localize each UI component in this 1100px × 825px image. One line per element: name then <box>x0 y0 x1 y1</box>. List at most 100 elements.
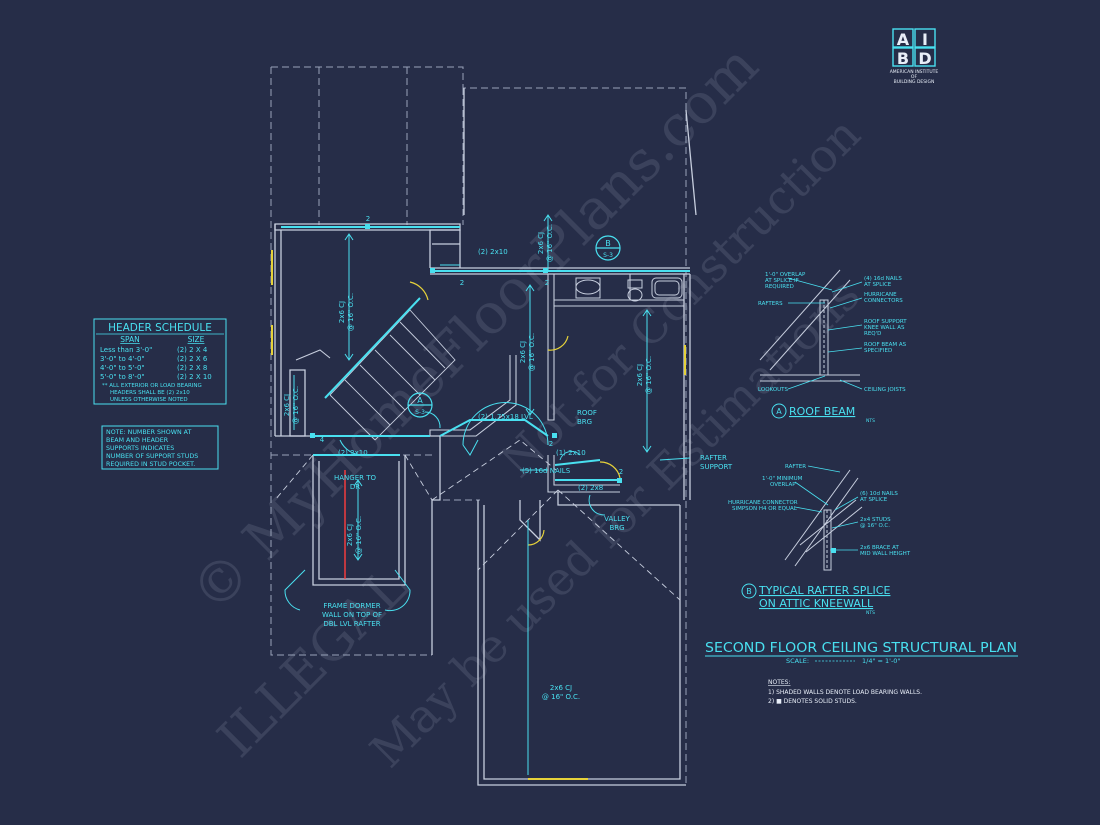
header-row-1-size: (2) 2 X 4 <box>177 346 208 354</box>
roof-beam-marker <box>771 403 787 419</box>
frame-dormer-2: WALL ON TOP OF <box>322 611 382 619</box>
header-row-1-span: Less than 3'-0" <box>100 346 152 354</box>
stud-note-4: NUMBER OF SUPPORT STUDS <box>106 453 198 460</box>
rb-callout-2: AT SPLICE IF <box>765 278 799 284</box>
logo-letter-i: I <box>922 30 928 49</box>
cj-top-2: @ 16" O.C. <box>546 224 554 262</box>
header-note-1: ** ALL EXTERIOR OR LOAD BEARING <box>102 383 202 389</box>
logo-letter-a: A <box>897 30 910 49</box>
stud-count-5: 2 <box>549 440 553 448</box>
roof-beam-scale: NTS <box>866 418 875 424</box>
plan-labels: B S-3 A S-3 2x6 CJ @ 16" O.C. 2x6 CJ @ 1… <box>283 215 733 701</box>
rb-callout-nails-1: (4) 16d NAILS <box>864 276 902 282</box>
roof-beam-title: ROOF BEAM <box>789 405 855 418</box>
header-col-size: SIZE <box>188 335 205 344</box>
stud-note-3: SUPPORTS INDICATES <box>106 445 174 452</box>
bath-fixtures <box>575 277 683 302</box>
stud-note: NOTE: NUMBER SHOWN AT BEAM AND HEADER SU… <box>101 425 219 470</box>
roof-brg-2: BRG <box>577 418 592 426</box>
hip-lines <box>274 439 681 601</box>
header-row-2-size: (2) 2 X 6 <box>177 355 208 363</box>
joist-span-arrows <box>284 214 691 775</box>
solid-studs <box>310 224 622 483</box>
door-swings <box>409 281 621 546</box>
rs-callout-studs-1: 2x4 STUDS <box>860 517 891 523</box>
rs-callout-nails-1: (6) 10d NAILS <box>860 491 898 497</box>
cj-right-2: @ 16" O.C. <box>645 356 653 394</box>
hdr-top-label: (2) 2x10 <box>478 248 508 256</box>
stud-count-4: 4 <box>320 436 325 444</box>
cj-mid-1: 2x6 CJ <box>519 341 527 363</box>
header-col-span: SPAN <box>120 335 140 344</box>
stud-note-1: NOTE: NUMBER SHOWN AT <box>106 429 191 436</box>
frame-dormer-3: DBL LVL RAFTER <box>323 620 380 628</box>
valley-brg-2: BRG <box>609 524 624 532</box>
cj-top-1: 2x6 CJ <box>537 232 545 254</box>
cj-bottom-2: @ 16" O.C. <box>542 693 580 701</box>
interior-walls <box>295 274 684 493</box>
plan-title-block: SECOND FLOOR CEILING STRUCTURAL PLAN SCA… <box>705 641 1018 665</box>
rs-callout-overlap-1: 1'-0" MINIMUM <box>762 476 803 482</box>
logo-caption-3: BUILDING DESIGN <box>894 79 935 85</box>
aibd-logo: A I B D AMERICAN INSTITUTE OF BUILDING D… <box>890 28 939 85</box>
plan-title: SECOND FLOOR CEILING STRUCTURAL PLAN <box>705 641 1017 656</box>
rafter-support-2: SUPPORT <box>700 463 733 471</box>
cj-bottom-1: 2x6 CJ <box>550 684 572 692</box>
rs-callout-hurricane-2: SIMPSON H4 OR EQUAL <box>732 506 798 512</box>
rs-callout-overlap-2: OVERLAP <box>770 482 796 488</box>
hdr-left-label: (2) 2x10 <box>338 449 368 457</box>
rs-callout-nails-2: AT SPLICE <box>860 497 888 503</box>
rb-callout-beam-1: ROOF BEAM AS <box>864 342 907 348</box>
stud-count-2: 2 <box>460 279 464 287</box>
rafter-splice-scale: NTS <box>866 610 875 616</box>
windows <box>271 250 686 780</box>
logo-letter-d: D <box>918 49 931 68</box>
stud-count-6: 2 <box>619 468 623 476</box>
valley-brg-1: VALLEY <box>604 515 630 523</box>
rb-callout-joists: CEILING JOISTS <box>864 387 906 393</box>
rb-callout-3: REQUIRED <box>765 284 794 290</box>
rb-callout-support-3: REQ'D <box>864 331 881 337</box>
section-markers <box>407 235 621 418</box>
rb-callout-support-2: KNEE WALL AS <box>864 325 905 331</box>
hdr-small-label: (1) 2x10 <box>556 449 586 457</box>
rb-callout-beam-2: SPECIFIED <box>864 348 892 354</box>
cj-mid-2: @ 16" O.C. <box>528 333 536 371</box>
floor-plan <box>270 66 697 786</box>
notes-heading: NOTES: <box>768 679 791 686</box>
stud-note-5: REQUIRED IN STUD POCKET. <box>106 461 195 468</box>
rb-callout-rafters: RAFTERS <box>758 301 783 307</box>
roof-beam-detail: 1'-0" OVERLAP AT SPLICE IF REQUIRED RAFT… <box>758 269 907 424</box>
rb-callout-1: 1'-0" OVERLAP <box>765 272 806 278</box>
roof-brg-1: ROOF <box>577 409 597 417</box>
cj-dormer-1: 2x6 CJ <box>346 524 354 546</box>
rafter-splice-marker <box>741 583 757 599</box>
plan-scale-value: 1/4" = 1'-0" <box>862 657 900 665</box>
rs-callout-brace-1: 2x6 BRACE AT <box>860 545 899 551</box>
section-b-letter: B <box>605 239 611 248</box>
beams <box>281 226 690 481</box>
header-schedule: HEADER SCHEDULE SPAN SIZE Less than 3'-0… <box>93 318 227 405</box>
rs-callout-brace-2: MID WALL HEIGHT <box>860 551 911 557</box>
rs-callout-studs-2: @ 16" O.C. <box>860 523 890 529</box>
hdr-2x8-label: (2) 2x8 <box>578 484 603 492</box>
rb-callout-support-1: ROOF SUPPORT <box>864 319 907 325</box>
logo-caption-1: AMERICAN INSTITUTE <box>890 69 939 75</box>
section-b-sheet: S-3 <box>603 252 613 259</box>
stud-count-3: 2 <box>545 279 549 287</box>
header-schedule-title: HEADER SCHEDULE <box>108 322 212 334</box>
cj-dormer-2: @ 16" O.C. <box>355 516 363 554</box>
rafter-support-1: RAFTER <box>700 454 727 462</box>
notes: NOTES: 1) SHADED WALLS DENOTE LOAD BEARI… <box>768 679 922 705</box>
logo-letter-b: B <box>897 49 909 68</box>
header-note-2: HEADERS SHALL BE (2) 2x10 <box>110 390 190 396</box>
frame-dormer-1: FRAME DORMER <box>323 602 380 610</box>
stud-count-1: 2 <box>366 215 370 223</box>
roof-beam-letter: A <box>776 407 782 416</box>
section-a-letter: A <box>417 396 423 405</box>
header-note-3: UNLESS OTHERWISE NOTED <box>110 397 188 403</box>
header-row-3-span: 4'-0" to 5'-0" <box>100 364 145 372</box>
header-row-4-span: 5'-0" to 8'-0" <box>100 373 145 381</box>
rafter-splice-letter: B <box>746 587 752 596</box>
